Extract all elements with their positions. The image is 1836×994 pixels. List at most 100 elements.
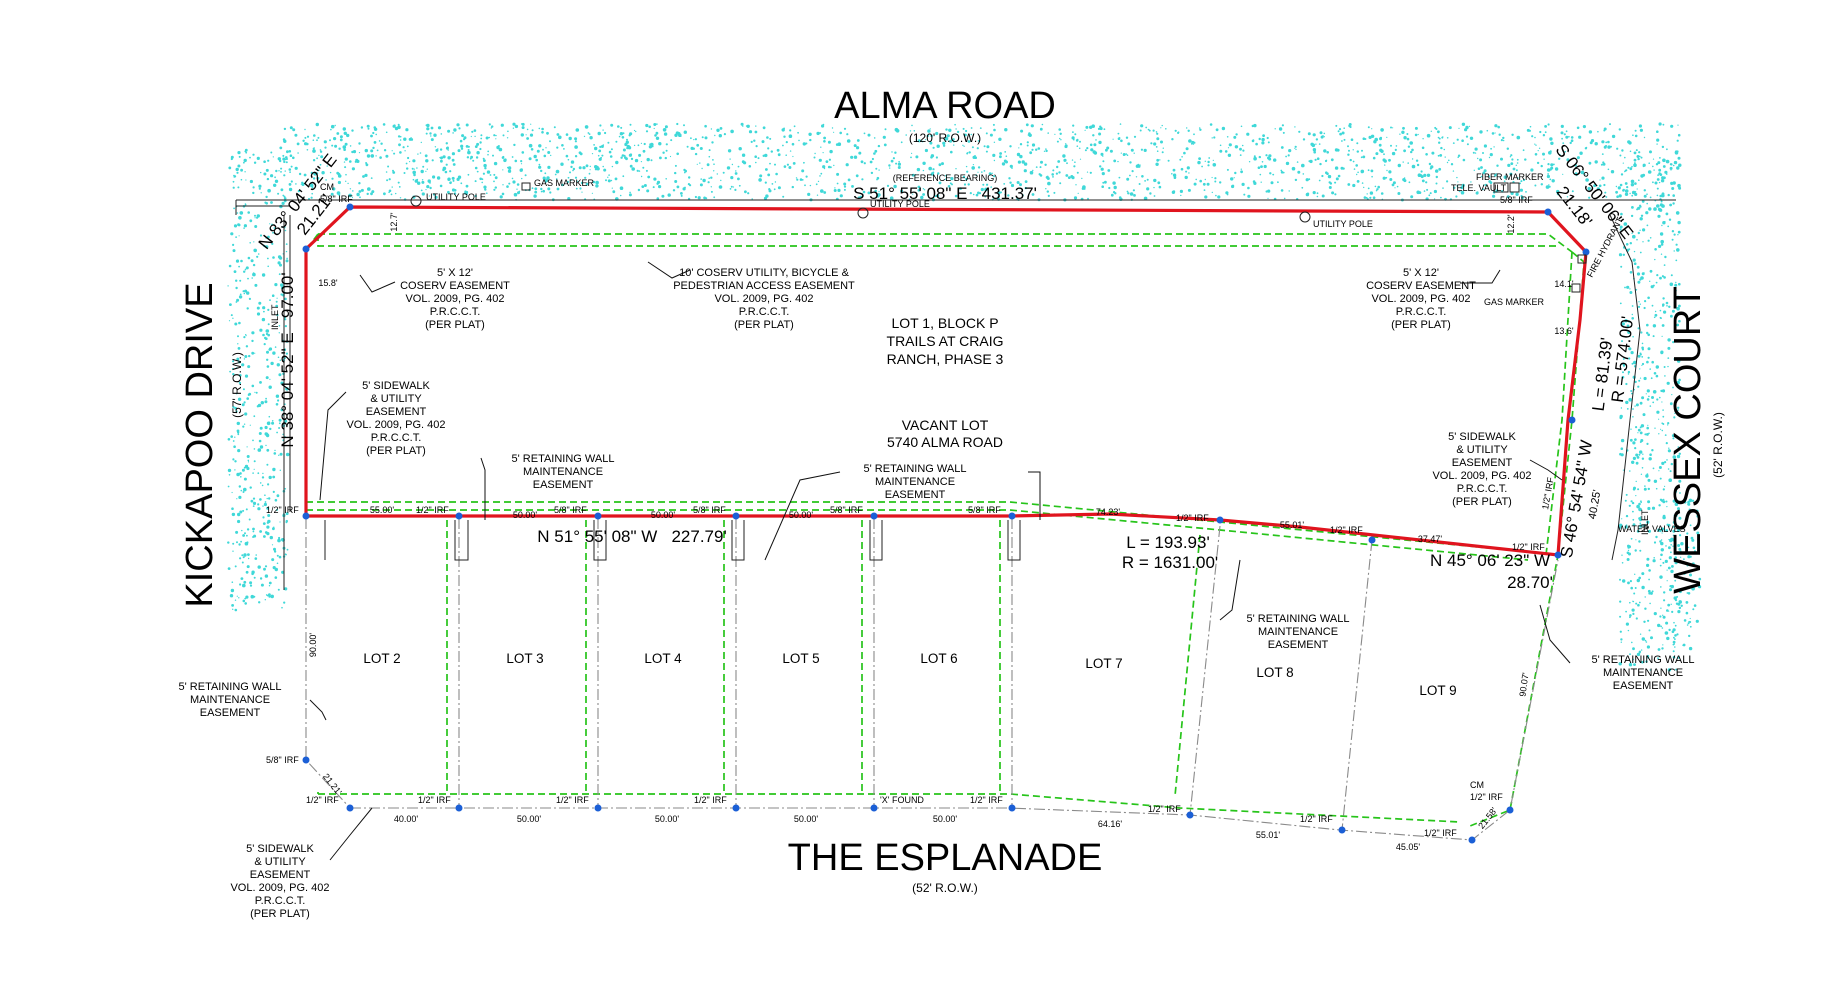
stipple-dot: [276, 562, 279, 565]
stipple-dot: [1670, 537, 1674, 542]
stipple-dot: [358, 142, 361, 145]
se-dist: 28.70': [1507, 573, 1553, 592]
stipple-dot: [230, 155, 234, 159]
stipple-dot: [1338, 128, 1342, 131]
stipple-dot: [1622, 371, 1624, 374]
road-name-north: ALMA ROAD: [834, 85, 1056, 127]
stipple-dot: [317, 136, 320, 139]
stipple-dot: [1664, 170, 1668, 174]
stipple-dot: [238, 216, 242, 220]
stipple-dot: [412, 170, 417, 175]
stipple-dot: [249, 486, 252, 489]
stipple-dot: [878, 169, 880, 171]
stipple-dot: [1646, 331, 1649, 335]
stipple-dot: [237, 397, 242, 401]
stipple-dot: [461, 134, 465, 138]
stipple-dot: [1632, 612, 1635, 616]
stipple-dot: [1660, 539, 1663, 541]
stipple-dot: [1322, 135, 1324, 137]
utility-pole-label: UTILITY POLE: [426, 192, 486, 202]
stipple-dot: [1347, 145, 1349, 148]
stipple-dot: [1323, 132, 1326, 135]
stipple-dot: [1259, 173, 1262, 176]
stipple-dot: [1605, 141, 1608, 144]
stipple-dot: [813, 156, 816, 159]
stipple-dot: [417, 153, 419, 155]
stipple-dot: [1010, 183, 1015, 188]
stipple-dot: [1674, 502, 1679, 507]
stipple-dot: [476, 142, 480, 146]
stipple-dot: [595, 180, 599, 185]
stipple-dot: [1668, 538, 1670, 541]
stipple-dot: [280, 293, 283, 296]
stipple-dot: [1594, 160, 1598, 164]
stipple-dot: [1548, 184, 1550, 186]
stipple-dot: [1643, 272, 1645, 274]
irf-label: 5/8" IRF: [320, 194, 353, 204]
stipple-dot: [1609, 123, 1611, 126]
stipple-dot: [1348, 149, 1350, 152]
stipple-dot: [664, 156, 667, 160]
stipple-dot: [843, 185, 847, 188]
stipple-dot: [1587, 186, 1591, 191]
stipple-dot: [547, 151, 551, 154]
stipple-dot: [1652, 165, 1654, 168]
iron-rod-pin: [594, 804, 602, 812]
stipple-dot: [1035, 148, 1038, 151]
stipple-dot: [1678, 452, 1682, 455]
stipple-dot: [248, 518, 251, 521]
stipple-dot: [356, 161, 359, 163]
stipple-dot: [1629, 601, 1631, 604]
stipple-dot: [1641, 362, 1645, 366]
stipple-dot: [243, 224, 247, 228]
stipple-dot: [257, 253, 260, 255]
stipple-dot: [1568, 135, 1570, 138]
stipple-dot: [1642, 228, 1646, 232]
stipple-dot: [1174, 129, 1177, 132]
stipple-dot: [629, 123, 632, 126]
stipple-dot: [708, 177, 710, 179]
stipple-dot: [1431, 151, 1435, 155]
stipple-dot: [1560, 124, 1564, 128]
stipple-dot: [738, 147, 742, 151]
stipple-dot: [805, 175, 808, 178]
stipple-dot: [1674, 624, 1677, 627]
stipple-dot: [233, 224, 238, 228]
stipple-dot: [818, 158, 822, 162]
stipple-dot: [1675, 259, 1678, 262]
stipple-dot: [275, 304, 279, 308]
stipple-dot: [1689, 625, 1692, 628]
stipple-dot: [239, 279, 242, 282]
stipple-dot: [965, 129, 968, 133]
stipple-dot: [1659, 575, 1663, 579]
stipple-dot: [1663, 498, 1665, 501]
stipple-dot: [1648, 629, 1651, 632]
stipple-dot: [630, 157, 634, 161]
stipple-dot: [479, 141, 482, 144]
stipple-dot: [949, 139, 953, 143]
stipple-dot: [540, 169, 543, 173]
stipple-dot: [1558, 157, 1561, 160]
stipple-dot: [513, 192, 518, 197]
stipple-dot: [265, 237, 267, 239]
stipple-dot: [1388, 170, 1392, 174]
stipple-dot: [465, 123, 469, 127]
stipple-dot: [882, 135, 886, 139]
stipple-dot: [819, 175, 821, 177]
stipple-dot: [1643, 487, 1647, 491]
stipple-dot: [245, 266, 249, 270]
note-sidewalk-east: 5' SIDEWALK & UTILITY EASEMENT VOL. 2009…: [1432, 431, 1531, 508]
stipple-dot: [1064, 143, 1067, 145]
stipple-dot: [585, 164, 589, 168]
stipple-dot: [427, 179, 431, 183]
stipple-dot: [1657, 657, 1659, 660]
stipple-dot: [1534, 184, 1537, 187]
stipple-dot: [1000, 191, 1002, 194]
stipple-dot: [1635, 403, 1639, 407]
stipple-dot: [875, 167, 878, 170]
stipple-dot: [553, 126, 556, 129]
stipple-dot: [1639, 352, 1642, 355]
stipple-dot: [1207, 164, 1210, 167]
stipple-dot: [1421, 146, 1425, 150]
stipple-dot: [261, 317, 266, 322]
